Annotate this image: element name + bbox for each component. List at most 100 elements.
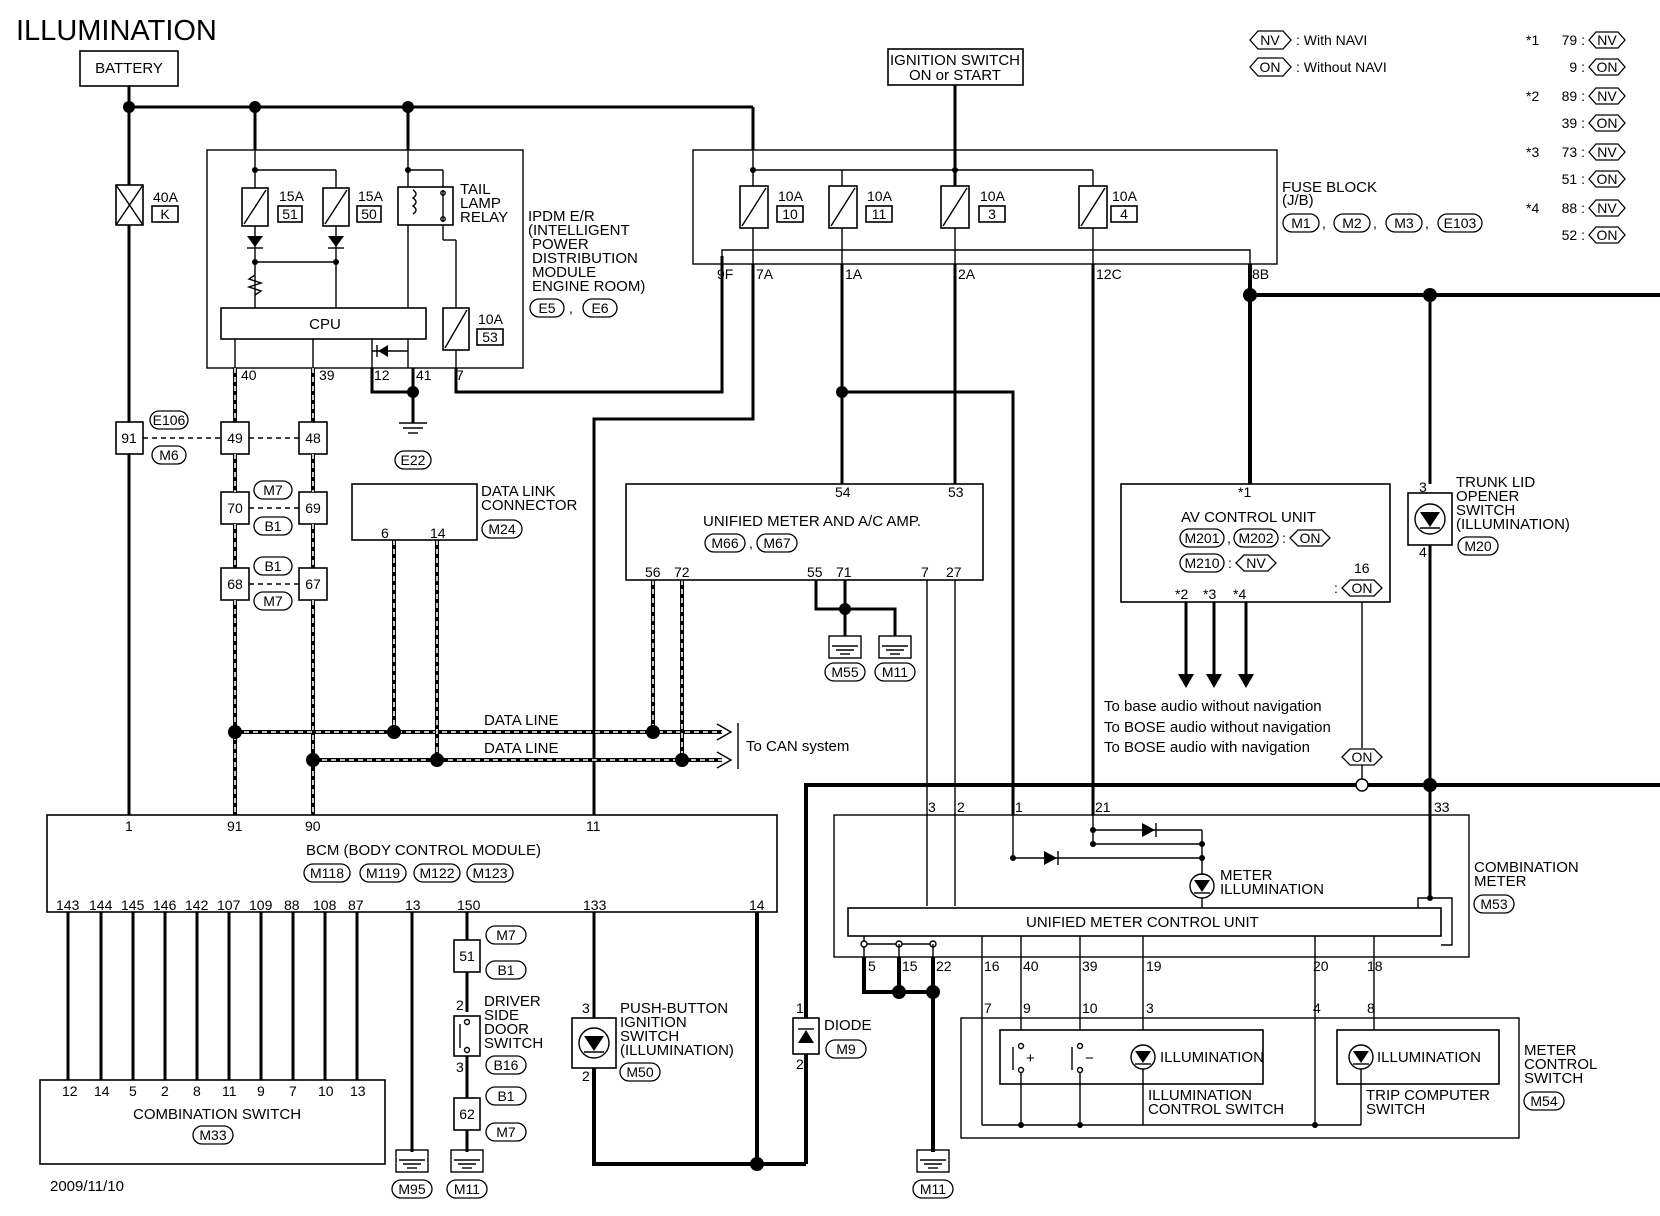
svg-text:7: 7	[456, 367, 464, 383]
svg-text:67: 67	[305, 576, 321, 592]
svg-text:10A: 10A	[867, 188, 893, 204]
svg-text:16: 16	[1354, 560, 1370, 576]
svg-text:ON or START: ON or START	[909, 67, 1001, 84]
svg-text:M202: M202	[1238, 530, 1273, 546]
svg-text:M95: M95	[398, 1181, 425, 1197]
svg-text:70: 70	[227, 500, 243, 516]
svg-text:ON: ON	[1352, 749, 1373, 765]
svg-text:2: 2	[957, 799, 965, 815]
star-note-1: *1	[1526, 32, 1539, 48]
svg-text:M55: M55	[831, 664, 858, 680]
svg-text:M50: M50	[626, 1064, 653, 1080]
svg-text:3: 3	[582, 1000, 590, 1016]
svg-text:2: 2	[456, 997, 464, 1013]
svg-text:PUSH-BUTTON: PUSH-BUTTON	[620, 1000, 728, 1017]
svg-text:150: 150	[457, 897, 481, 913]
svg-text:2: 2	[796, 1056, 804, 1072]
svg-text:10A: 10A	[478, 311, 504, 327]
svg-text:UNIFIED METER AND A/C AMP.: UNIFIED METER AND A/C AMP.	[703, 513, 921, 530]
svg-text:M11: M11	[920, 1181, 946, 1197]
svg-text:1: 1	[1015, 799, 1023, 815]
svg-text:7: 7	[921, 564, 929, 580]
svg-text:*2: *2	[1175, 586, 1188, 602]
svg-text:ON: ON	[1597, 115, 1618, 131]
svg-text:2: 2	[161, 1083, 169, 1099]
svg-text:91: 91	[227, 818, 243, 834]
svg-text:TAIL: TAIL	[460, 181, 491, 198]
svg-text:M11: M11	[882, 664, 908, 680]
svg-text:M7: M7	[263, 593, 283, 609]
svg-text:SWITCH: SWITCH	[620, 1028, 679, 1045]
svg-text:39: 39	[1082, 958, 1098, 974]
svg-text:M7: M7	[496, 927, 516, 943]
svg-text:TRUNK LID: TRUNK LID	[1456, 474, 1535, 491]
ground-e22: E22	[370, 368, 432, 470]
svg-text:M33: M33	[199, 1127, 226, 1143]
svg-text:E5: E5	[538, 300, 555, 316]
combination-switch: 12 14 5 2 8 11 9 7 10 13 COMBINATION SWI…	[39, 1079, 386, 1165]
svg-text:ILLUMINATION: ILLUMINATION	[1148, 1087, 1252, 1104]
svg-text:ILLUMINATION: ILLUMINATION	[1220, 881, 1324, 898]
data-line-label-2: DATA LINE	[484, 740, 558, 757]
svg-text:METER: METER	[1474, 873, 1527, 890]
svg-text:72: 72	[674, 564, 690, 580]
svg-text:IPDM E/R: IPDM E/R	[528, 208, 595, 225]
ignition-switch-box	[887, 48, 1024, 86]
svg-text:9: 9	[257, 1083, 265, 1099]
svg-text:53: 53	[482, 329, 498, 345]
svg-text:,: ,	[1227, 530, 1231, 546]
svg-text:RELAY: RELAY	[460, 209, 508, 226]
svg-text:108: 108	[313, 897, 337, 913]
bcm: 1 91 90 11 BCM (BODY CONTROL MODULE) M11…	[46, 814, 778, 913]
driver-door-switch: 51 M7 B1 2 3 DRIVER SIDE DOOR SWITCH B16…	[446, 912, 543, 1199]
svg-text:SWITCH: SWITCH	[1456, 502, 1515, 519]
svg-text:M201: M201	[1184, 530, 1219, 546]
svg-text:11: 11	[872, 206, 887, 222]
svg-text:M24: M24	[488, 521, 515, 537]
svg-text:3: 3	[928, 799, 936, 815]
svg-text:UNIFIED METER CONTROL UNIT: UNIFIED METER CONTROL UNIT	[1026, 914, 1259, 931]
svg-text:DATA LINK: DATA LINK	[481, 483, 555, 500]
svg-text:(INTELLIGENT: (INTELLIGENT	[528, 222, 630, 239]
svg-text:ILLUMINATION: ILLUMINATION	[1377, 1049, 1481, 1066]
svg-text:To BOSE audio with navigation: To BOSE audio with navigation	[1104, 739, 1310, 756]
fuse-block: 10A 10 10A 11 10A 3 10A 4 FUSE BLOCK (J/…	[692, 85, 1483, 282]
svg-text:9F: 9F	[717, 266, 733, 282]
svg-text:12: 12	[62, 1083, 78, 1099]
svg-text:M122: M122	[419, 865, 454, 881]
svg-text:DOOR: DOOR	[484, 1021, 529, 1038]
svg-text::: :	[1282, 530, 1286, 546]
tail-lamp-relay	[397, 186, 454, 226]
svg-text:ENGINE ROOM): ENGINE ROOM)	[532, 278, 645, 295]
svg-text:SWITCH: SWITCH	[1524, 1070, 1583, 1087]
svg-text:B1: B1	[264, 518, 281, 534]
star-note-2: *2	[1526, 88, 1539, 104]
svg-text:22: 22	[936, 958, 952, 974]
svg-text:51: 51	[282, 206, 298, 222]
svg-text:(J/B): (J/B)	[1282, 192, 1314, 209]
legend-on-code: ON	[1260, 59, 1281, 75]
svg-text:79 :: 79 :	[1562, 32, 1585, 48]
svg-text:133: 133	[583, 897, 607, 913]
svg-text:M3: M3	[1394, 215, 1414, 231]
svg-text:10: 10	[1082, 1000, 1098, 1016]
svg-text:−: −	[1085, 1050, 1094, 1067]
svg-text:11: 11	[586, 818, 601, 834]
svg-text:1: 1	[125, 818, 133, 834]
svg-text:B1: B1	[497, 962, 514, 978]
svg-text:NV: NV	[1597, 88, 1617, 104]
battery-label: BATTERY	[95, 60, 163, 77]
svg-text:7A: 7A	[756, 266, 774, 282]
svg-text:ON: ON	[1352, 580, 1373, 596]
ground-m95: M95	[391, 912, 433, 1199]
svg-text:87: 87	[348, 897, 364, 913]
svg-text:51 :: 51 :	[1562, 171, 1585, 187]
svg-text:FUSE BLOCK: FUSE BLOCK	[1282, 179, 1377, 196]
svg-text:10A: 10A	[980, 188, 1006, 204]
svg-text:4: 4	[1419, 544, 1427, 560]
svg-text:POWER: POWER	[532, 236, 589, 253]
svg-text:8: 8	[1367, 1000, 1375, 1016]
fuse-40a: 40A K	[115, 184, 179, 226]
svg-text:68: 68	[227, 576, 243, 592]
